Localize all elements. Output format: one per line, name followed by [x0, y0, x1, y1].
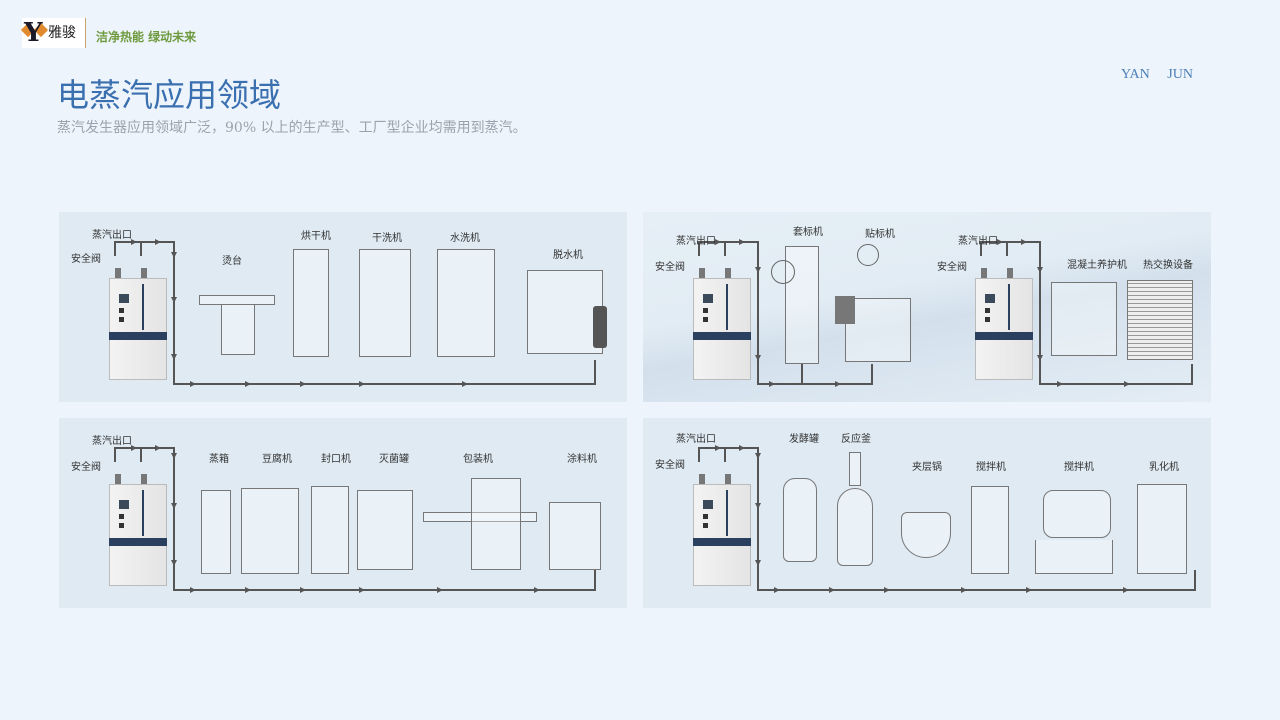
machine-label: 灭菌罐	[379, 454, 409, 465]
steam-generator	[693, 262, 751, 380]
sealing-machine	[311, 486, 349, 574]
steam-generator	[109, 262, 167, 380]
dryer	[293, 249, 329, 357]
logo-mark: Y	[20, 19, 49, 47]
labeling-machine-block	[835, 296, 855, 324]
fermentation-tank	[783, 478, 817, 562]
company-logo: Y 雅骏	[20, 18, 85, 48]
machine-label: 贴标机	[865, 229, 895, 240]
emulsifying-machine	[1137, 484, 1187, 574]
application-panel-food: 蒸汽出口 安全阀 蒸箱 豆腐机 封口机 灭菌罐 包装机 涂料机	[59, 418, 627, 608]
horizontal-mixer-frame	[1035, 540, 1113, 574]
slogan: 洁净热能 绿动未来	[96, 30, 197, 44]
labeling-machine	[845, 298, 911, 362]
machine-label: 干洗机	[372, 233, 402, 244]
page-title: 电蒸汽应用领域	[57, 76, 282, 114]
machine-label: 反应釜	[841, 434, 871, 445]
washing-machine	[437, 249, 495, 357]
application-panel-industrial: 蒸汽出口 安全阀 套标机 贴标机 蒸汽出口 安全阀 混凝土养护机 热交换设备	[643, 212, 1211, 402]
steam-generator	[975, 262, 1033, 380]
logo-divider	[85, 18, 86, 48]
ironing-table-base	[221, 305, 255, 355]
machine-label: 封口机	[321, 454, 351, 465]
safety-valve-label: 安全阀	[71, 462, 101, 473]
machine-label: 乳化机	[1149, 462, 1179, 473]
horizontal-mixer	[1043, 490, 1111, 538]
machine-label: 热交换设备	[1143, 260, 1193, 271]
machine-label: 豆腐机	[262, 454, 292, 465]
heat-exchanger	[1127, 280, 1193, 360]
machine-label: 夹层锅	[912, 462, 942, 473]
mixer-stand	[971, 486, 1009, 574]
machine-label: 涂料机	[567, 454, 597, 465]
safety-valve-label: 安全阀	[71, 254, 101, 265]
steam-pipe-diagram	[698, 239, 1193, 387]
logo-text: 雅骏	[48, 25, 76, 41]
machine-label: 发酵罐	[789, 434, 819, 445]
packaging-conveyor	[423, 512, 537, 522]
safety-valve-label: 安全阀	[655, 262, 685, 273]
brand-name-en: YAN JUN	[1121, 67, 1193, 82]
jacketed-kettle	[901, 512, 951, 558]
label-reel	[771, 260, 795, 284]
dewatering-machine	[527, 270, 603, 354]
dry-cleaner	[359, 249, 411, 357]
application-panel-processing: 蒸汽出口 安全阀 发酵罐 反应釜 夹层锅 搅拌机 搅拌机 乳化机	[643, 418, 1211, 608]
machine-label: 烘干机	[301, 231, 331, 242]
steam-outlet-label: 蒸汽出口	[92, 436, 132, 447]
steam-pipe-diagram	[698, 445, 1196, 593]
steam-pipe-diagram	[114, 445, 596, 593]
steam-outlet-label: 蒸汽出口	[676, 236, 716, 247]
reaction-kettle-motor	[849, 452, 861, 486]
machine-label: 包装机	[463, 454, 493, 465]
concrete-curing-machine	[1051, 282, 1117, 356]
reaction-kettle	[837, 488, 873, 566]
sterilization-tank	[357, 490, 413, 570]
packaging-machine	[471, 478, 521, 570]
steam-pipe-diagram	[114, 239, 596, 387]
steam-generator	[693, 468, 751, 586]
safety-valve-label: 安全阀	[655, 460, 685, 471]
machine-label: 烫台	[222, 256, 242, 267]
steam-outlet-label: 蒸汽出口	[676, 434, 716, 445]
machine-label: 搅拌机	[976, 462, 1006, 473]
tofu-machine	[241, 488, 299, 574]
application-panel-laundry: 蒸汽出口 安全阀 烫台 烘干机 干洗机 水洗机 脱水机	[59, 212, 627, 402]
machine-label: 混凝土养护机	[1067, 260, 1127, 271]
machine-label: 水洗机	[450, 233, 480, 244]
safety-valve-label: 安全阀	[937, 262, 967, 273]
steam-cabinet	[201, 490, 231, 574]
steam-outlet-label: 蒸汽出口	[92, 230, 132, 241]
steam-outlet-label: 蒸汽出口	[958, 236, 998, 247]
dewatering-motor	[593, 306, 607, 348]
coating-machine	[549, 502, 601, 570]
steam-generator	[109, 468, 167, 586]
machine-label: 脱水机	[553, 250, 583, 261]
ironing-table	[199, 295, 275, 305]
page-subtitle: 蒸汽发生器应用领域广泛，90% 以上的生产型、工厂型企业均需用到蒸汽。	[57, 120, 527, 136]
machine-label: 搅拌机	[1064, 462, 1094, 473]
machine-label: 蒸箱	[209, 454, 229, 465]
machine-label: 套标机	[793, 227, 823, 238]
label-reel	[857, 244, 879, 266]
